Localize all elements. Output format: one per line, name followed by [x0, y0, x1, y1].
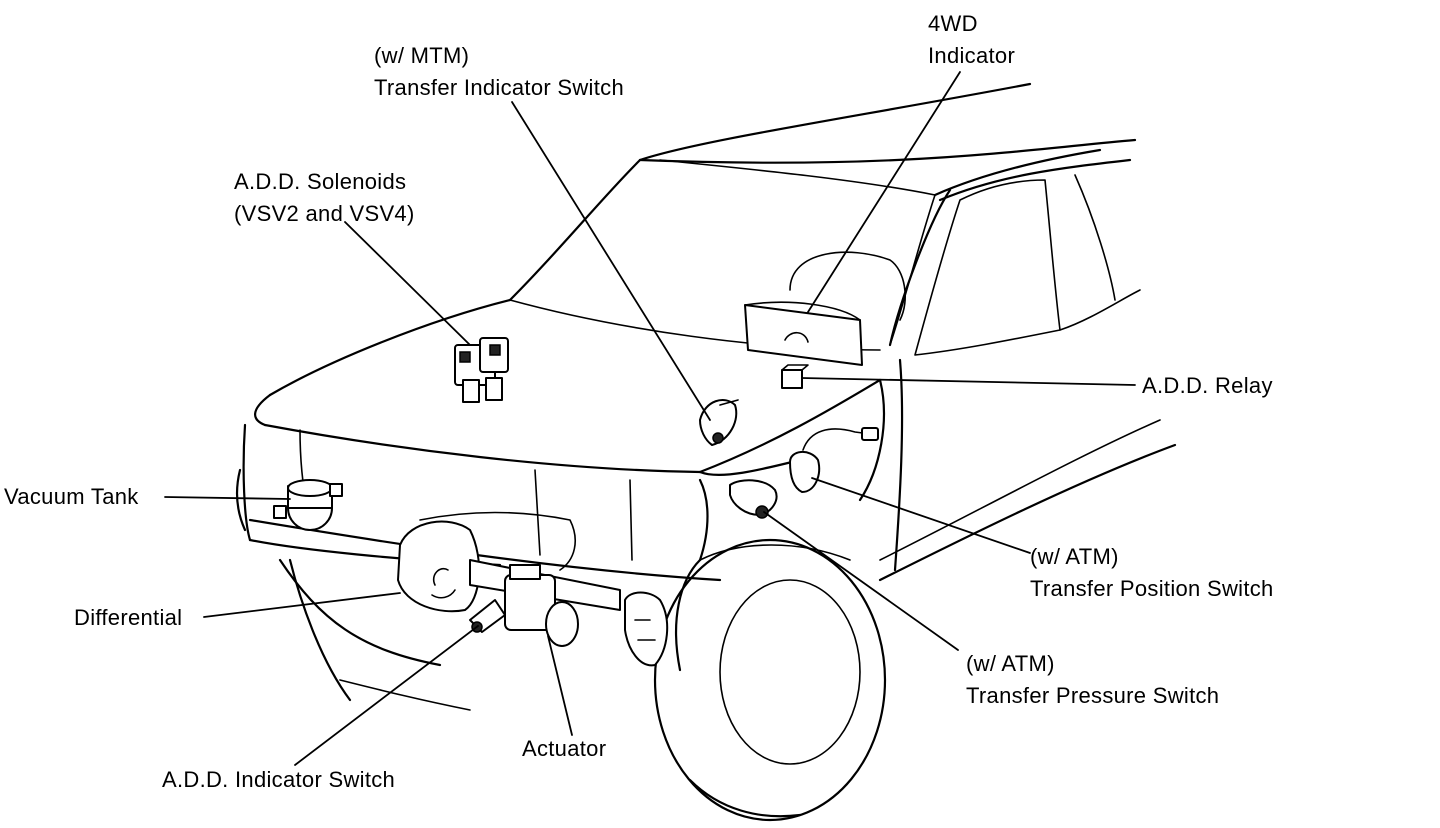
- label-line: Differential: [74, 605, 183, 630]
- atm-pressure-switch-part: [729, 479, 778, 519]
- label-actuator: Actuator: [522, 733, 606, 765]
- label-differential: Differential: [74, 602, 182, 634]
- label-add-indicator-switch: A.D.D. Indicator Switch: [162, 764, 395, 796]
- actuator-part: [504, 564, 579, 647]
- label-line: A.D.D. Relay: [1142, 373, 1273, 398]
- label-line: Actuator: [522, 736, 607, 761]
- hub-part: [624, 591, 669, 667]
- label-add-relay: A.D.D. Relay: [1142, 370, 1273, 402]
- label-mtm-transfer-indicator-switch: (w/ MTM) Transfer Indicator Switch: [374, 40, 624, 104]
- label-4wd-indicator: 4WD Indicator: [928, 8, 1015, 72]
- label-atm-transfer-pressure-switch: (w/ ATM) Transfer Pressure Switch: [966, 648, 1219, 712]
- label-atm-transfer-position-switch: (w/ ATM) Transfer Position Switch: [1030, 541, 1274, 605]
- leader-lines: [164, 71, 1136, 766]
- label-line: (w/ ATM): [1030, 544, 1119, 569]
- label-line: Indicator: [928, 43, 1016, 68]
- add-solenoids-part: [454, 337, 509, 403]
- label-line: (w/ MTM): [374, 43, 470, 68]
- atm-position-switch-part: [789, 427, 879, 493]
- label-line: (w/ ATM): [966, 651, 1055, 676]
- label-line: 4WD: [928, 11, 978, 36]
- label-line: Transfer Indicator Switch: [374, 75, 624, 100]
- label-line: A.D.D. Solenoids: [234, 169, 407, 194]
- mtm-switch-part: [699, 399, 739, 446]
- label-add-solenoids: A.D.D. Solenoids (VSV2 and VSV4): [234, 166, 415, 230]
- label-line: Vacuum Tank: [4, 484, 139, 509]
- label-line: A.D.D. Indicator Switch: [162, 767, 396, 792]
- label-line: Transfer Pressure Switch: [966, 683, 1220, 708]
- add-relay-part: [781, 364, 809, 389]
- label-line: Transfer Position Switch: [1030, 576, 1274, 601]
- label-vacuum-tank: Vacuum Tank: [4, 481, 139, 513]
- vacuum-tank-part: [273, 479, 343, 531]
- truck-body: [235, 82, 1177, 822]
- 4wd-indicator-part: [744, 301, 863, 366]
- label-line: (VSV2 and VSV4): [234, 201, 415, 226]
